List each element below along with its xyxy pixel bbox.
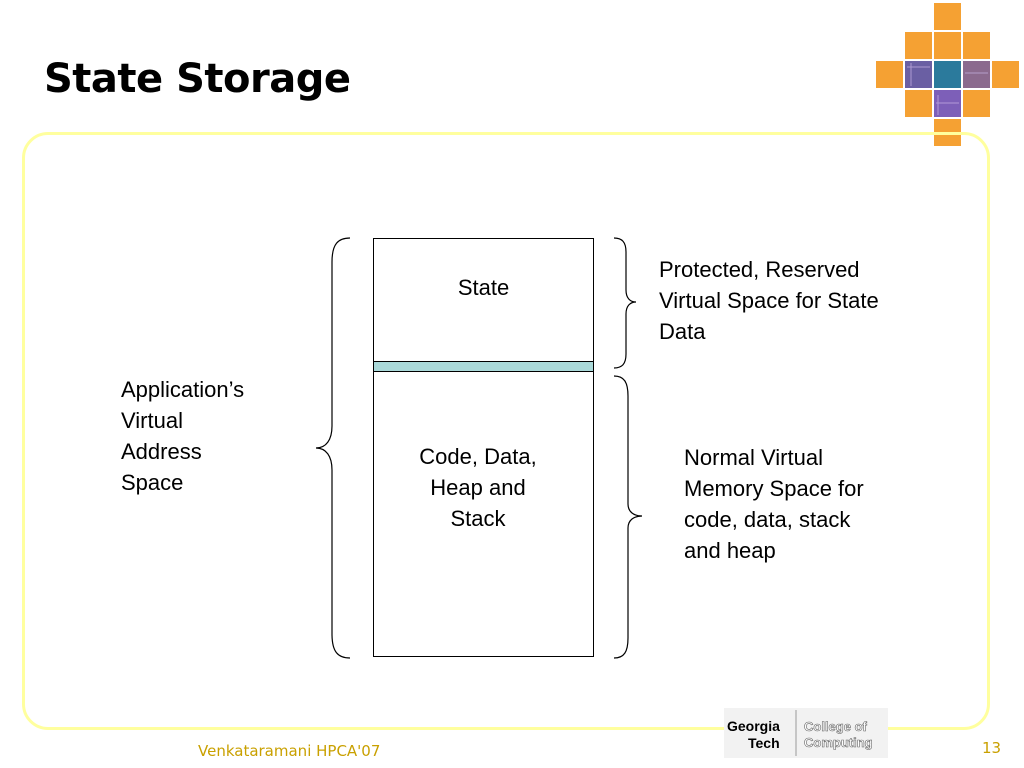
application-address-space-label: Application’s Virtual Address Space bbox=[121, 374, 301, 498]
logo-georgia-text: Georgia bbox=[727, 718, 780, 734]
label-line: Virtual Space for State bbox=[659, 288, 879, 313]
slide-number: 13 bbox=[982, 739, 1002, 757]
code-region-label-line: Stack bbox=[450, 506, 506, 531]
code-region-label: Code, Data, Heap and Stack bbox=[373, 441, 583, 534]
georgia-tech-college-of-computing-logo: Georgia Tech College of Computing bbox=[724, 708, 888, 758]
label-line: and heap bbox=[684, 538, 776, 563]
state-boundary-bar bbox=[373, 361, 594, 372]
label-line: Space bbox=[121, 470, 184, 495]
label-line: code, data, stack bbox=[684, 507, 851, 532]
right-bottom-brace bbox=[613, 375, 643, 659]
state-region-label: State bbox=[457, 275, 510, 300]
slide-title: State Storage bbox=[44, 56, 351, 102]
right-top-brace bbox=[613, 237, 637, 369]
footer-author: Venkataramani HPCA'07 bbox=[198, 742, 381, 760]
decorative-tile-mosaic bbox=[876, 3, 1019, 146]
label-line: Memory Space for bbox=[684, 476, 864, 501]
logo-college-text: College of bbox=[804, 719, 868, 734]
left-brace bbox=[315, 237, 351, 659]
code-region-label-line: Heap and bbox=[430, 475, 526, 500]
label-line: Normal Virtual bbox=[684, 445, 823, 470]
protected-space-label: Protected, Reserved Virtual Space for St… bbox=[659, 254, 959, 347]
logo-computing-text: Computing bbox=[804, 735, 873, 750]
label-line: Data bbox=[659, 319, 706, 344]
label-line: Protected, Reserved bbox=[659, 257, 860, 282]
content-frame bbox=[22, 132, 990, 730]
logo-tech-text: Tech bbox=[748, 735, 780, 751]
normal-virtual-memory-label: Normal Virtual Memory Space for code, da… bbox=[684, 442, 944, 566]
label-line: Application’s bbox=[121, 377, 245, 402]
label-line: Virtual bbox=[121, 408, 183, 433]
label-line: Address bbox=[121, 439, 202, 464]
address-space-box bbox=[373, 238, 594, 657]
code-region-label-line: Code, Data, bbox=[419, 444, 537, 469]
